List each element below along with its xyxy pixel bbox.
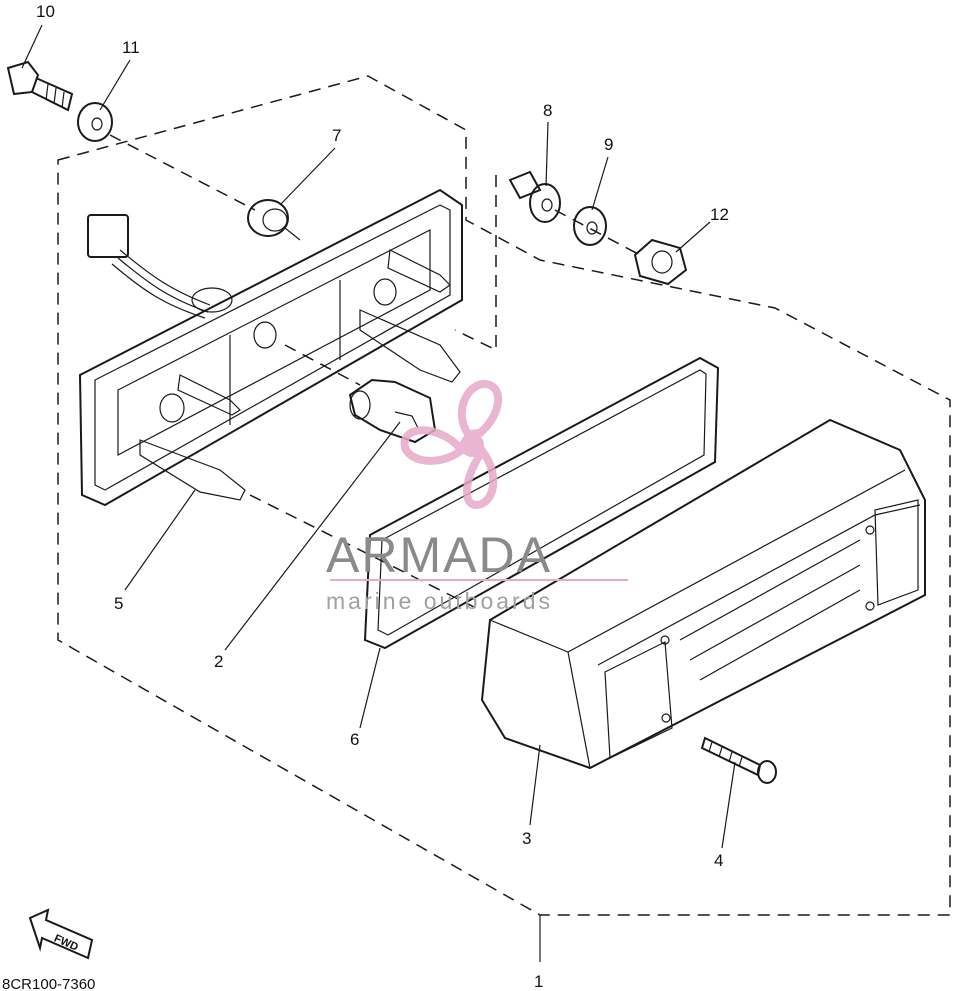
leader-lines (21, 24, 736, 962)
connector (87, 214, 129, 258)
lamp-housing (78, 188, 463, 507)
callout-5: 5 (114, 594, 123, 613)
flange-bolt (6, 60, 74, 112)
axis-line-5 (249, 494, 481, 611)
propeller-logo-icon (400, 380, 503, 510)
mount-bracket-outline (454, 175, 497, 352)
callout-6: 6 (350, 730, 359, 749)
gasket (363, 356, 720, 650)
callout-3: 3 (522, 829, 531, 848)
axis-line-8-12 (554, 209, 641, 256)
axis-line-10-11 (109, 134, 256, 211)
assembly-boundary (57, 75, 951, 916)
part-code: 8CR100-7360 (2, 976, 95, 991)
callout-11: 11 (122, 38, 140, 57)
fwd-label: FWD (52, 933, 80, 954)
watermark-brand: ARMADA (326, 527, 552, 583)
callout-12: 12 (710, 205, 729, 224)
lens-screw (700, 736, 777, 784)
washer-11 (77, 102, 113, 142)
axis-line-2 (284, 344, 361, 386)
washer-9 (573, 206, 607, 246)
callout-7: 7 (332, 126, 341, 145)
grommet (247, 199, 301, 241)
callout-2: 2 (214, 652, 223, 671)
flange-nut (633, 238, 688, 286)
lens (480, 418, 926, 770)
fwd-arrow-icon: FWD (28, 908, 94, 960)
callout-8: 8 (543, 101, 552, 120)
callout-10: 10 (36, 2, 55, 21)
wire-harness (87, 214, 233, 319)
callout-9: 9 (604, 135, 613, 154)
collar-bolt (508, 170, 561, 223)
callout-1: 1 (534, 972, 543, 991)
watermark-tagline: marine outboards (326, 588, 553, 614)
watermark: ARMADA marine outboards (326, 380, 628, 614)
callout-4: 4 (714, 851, 723, 870)
